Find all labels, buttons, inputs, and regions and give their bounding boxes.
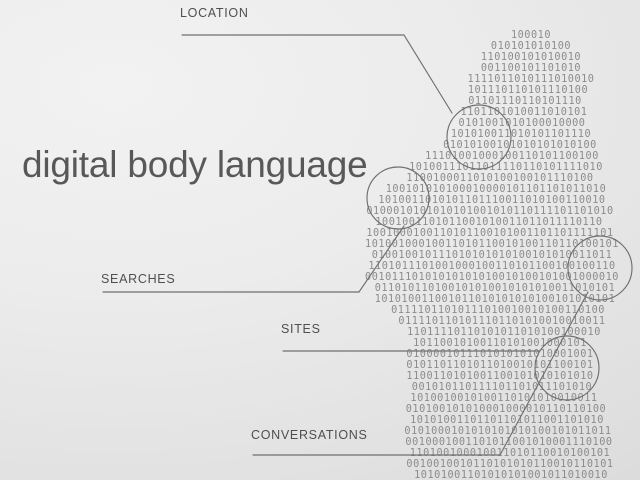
page-title: digital body language: [22, 144, 368, 185]
leader-line-location: [181, 34, 453, 114]
leader-line-conversations: [252, 291, 589, 456]
callout-label-conversations: CONVERSATIONS: [251, 428, 368, 442]
callout-label-searches: SEARCHES: [101, 272, 176, 286]
conversations-circle: [534, 335, 600, 401]
leader-line-searches: [102, 225, 405, 293]
sites-circle: [567, 235, 633, 301]
callout-label-location: LOCATION: [180, 6, 249, 20]
searches-circle: [366, 166, 430, 230]
location-circle: [446, 104, 512, 170]
callout-label-sites: SITES: [281, 322, 321, 336]
